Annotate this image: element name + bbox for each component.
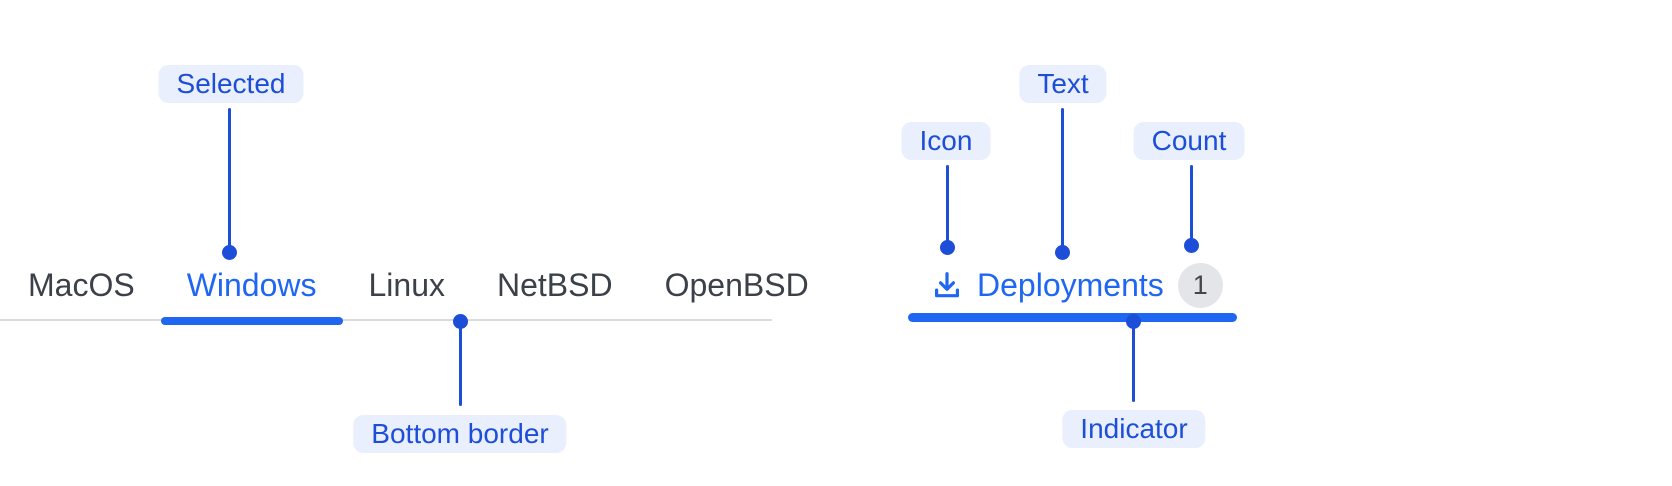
tab-windows[interactable]: Windows bbox=[160, 250, 343, 325]
annotation-indicator-dot bbox=[1126, 314, 1141, 329]
annotation-selected-dot bbox=[222, 245, 237, 260]
annotation-icon-line bbox=[946, 165, 949, 241]
annotation-bottom-border-line bbox=[459, 326, 462, 406]
annotation-count-line bbox=[1190, 165, 1193, 241]
tab-label: Windows bbox=[186, 266, 317, 303]
annotation-indicator-label: Indicator bbox=[1062, 410, 1206, 448]
tab-netbsd[interactable]: NetBSD bbox=[471, 250, 639, 320]
count-badge: 1 bbox=[1177, 262, 1223, 308]
active-tab-indicator bbox=[908, 313, 1237, 322]
selected-tab-underline bbox=[160, 317, 343, 325]
tab-label: NetBSD bbox=[497, 266, 613, 303]
annotation-selected-label: Selected bbox=[158, 65, 304, 103]
tab-openbsd[interactable]: OpenBSD bbox=[639, 250, 835, 320]
tab-deployments[interactable]: Deployments 1 bbox=[931, 250, 1223, 320]
tab-label: OpenBSD bbox=[664, 266, 809, 303]
download-icon bbox=[935, 272, 959, 298]
annotation-icon-label: Icon bbox=[901, 122, 991, 160]
tab-deployments-label: Deployments bbox=[977, 266, 1164, 303]
annotation-count-dot bbox=[1184, 238, 1199, 253]
tab-bar: MacOS Windows Linux NetBSD OpenBSD bbox=[2, 250, 835, 325]
annotation-indicator-line bbox=[1132, 326, 1135, 402]
annotation-text-line bbox=[1061, 108, 1064, 248]
annotation-bottom-border-label: Bottom border bbox=[353, 415, 567, 453]
tab-label: Linux bbox=[368, 266, 446, 303]
annotation-selected-line bbox=[228, 108, 231, 248]
annotation-text-label: Text bbox=[1019, 65, 1107, 103]
tab-macos[interactable]: MacOS bbox=[2, 250, 161, 320]
annotation-bottom-border-dot bbox=[453, 314, 468, 329]
annotation-count-label: Count bbox=[1133, 122, 1245, 160]
annotation-text-dot bbox=[1055, 245, 1070, 260]
tab-bar-bottom-border bbox=[0, 319, 772, 321]
annotation-icon-dot bbox=[940, 240, 955, 255]
tab-label: MacOS bbox=[28, 266, 135, 303]
tab-linux[interactable]: Linux bbox=[343, 250, 472, 320]
